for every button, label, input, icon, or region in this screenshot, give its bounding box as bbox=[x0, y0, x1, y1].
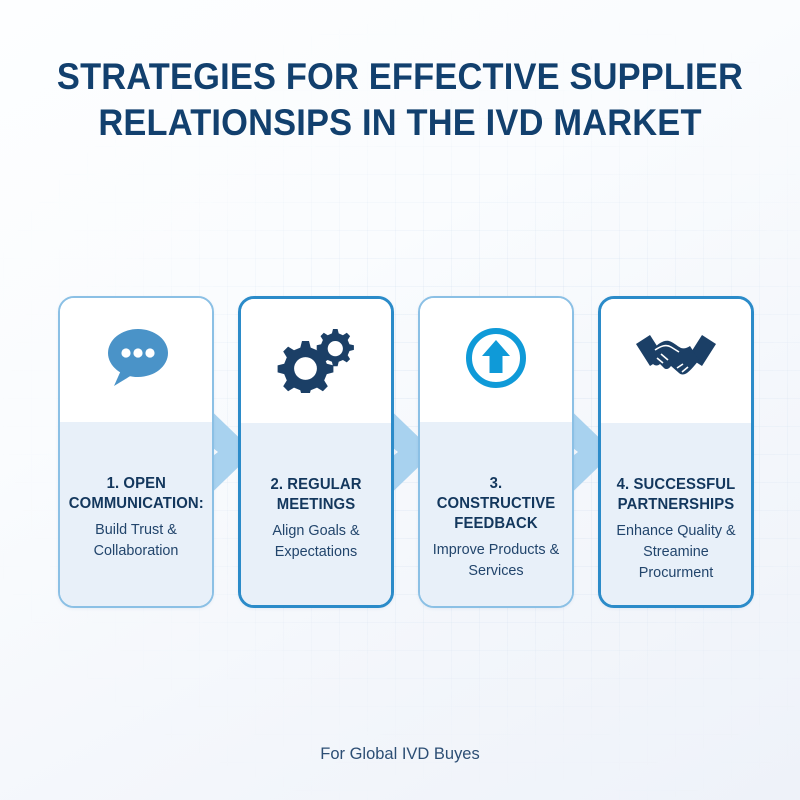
title-line-1: STRATEGIES FOR EFFECTIVE SUPPLIER bbox=[56, 56, 744, 97]
speech-bubble-icon bbox=[100, 326, 172, 395]
step-3-icon-area bbox=[420, 298, 572, 422]
title-line-2: RELATIONSIPS IN THE IVD MARKET bbox=[98, 102, 702, 143]
step-card-4[interactable]: 4. SUCCESSFUL PARTNERSHIPS Enhance Quali… bbox=[598, 296, 754, 608]
handshake-icon bbox=[633, 330, 719, 393]
step-card-1[interactable]: 1. OPEN COMMUNICATION: Build Trust & Col… bbox=[58, 296, 214, 608]
step-1-text: Build Trust & Collaboration bbox=[93, 521, 179, 559]
step-4-icon-area bbox=[601, 299, 751, 423]
step-2-heading: 2. REGULAR MEETINGS bbox=[270, 476, 362, 513]
gears-icon bbox=[276, 325, 356, 398]
step-2-icon-area bbox=[241, 299, 391, 423]
step-card-3[interactable]: 3. CONSTRUCTIVE FEEDBACK Improve Product… bbox=[418, 296, 574, 608]
page-title: STRATEGIES FOR EFFECTIVE SUPPLIER RELATI… bbox=[0, 54, 800, 146]
step-1-icon-area bbox=[60, 298, 212, 422]
footer-note: For Global IVD Buyes bbox=[320, 744, 480, 763]
process-steps-row: 1. OPEN COMMUNICATION: Build Trust & Col… bbox=[0, 290, 800, 620]
step-1-heading: 1. OPEN COMMUNICATION: bbox=[68, 475, 204, 512]
step-4-text: Enhance Quality & Streamine Procurment bbox=[616, 522, 736, 581]
step-4-heading: 4. SUCCESSFUL PARTNERSHIPS bbox=[616, 476, 736, 513]
step-3-text: Improve Products & Services bbox=[432, 541, 560, 579]
step-2-body: 2. REGULAR MEETINGS Align Goals & Expect… bbox=[241, 423, 391, 605]
step-1-body: 1. OPEN COMMUNICATION: Build Trust & Col… bbox=[60, 422, 212, 606]
step-card-2[interactable]: 2. REGULAR MEETINGS Align Goals & Expect… bbox=[238, 296, 394, 608]
arrow-up-circle-icon bbox=[463, 325, 529, 396]
step-3-heading: 3. CONSTRUCTIVE FEEDBACK bbox=[436, 475, 556, 532]
step-2-text: Align Goals & Expectations bbox=[272, 522, 360, 560]
step-4-body: 4. SUCCESSFUL PARTNERSHIPS Enhance Quali… bbox=[601, 423, 751, 605]
step-3-body: 3. CONSTRUCTIVE FEEDBACK Improve Product… bbox=[420, 422, 572, 606]
